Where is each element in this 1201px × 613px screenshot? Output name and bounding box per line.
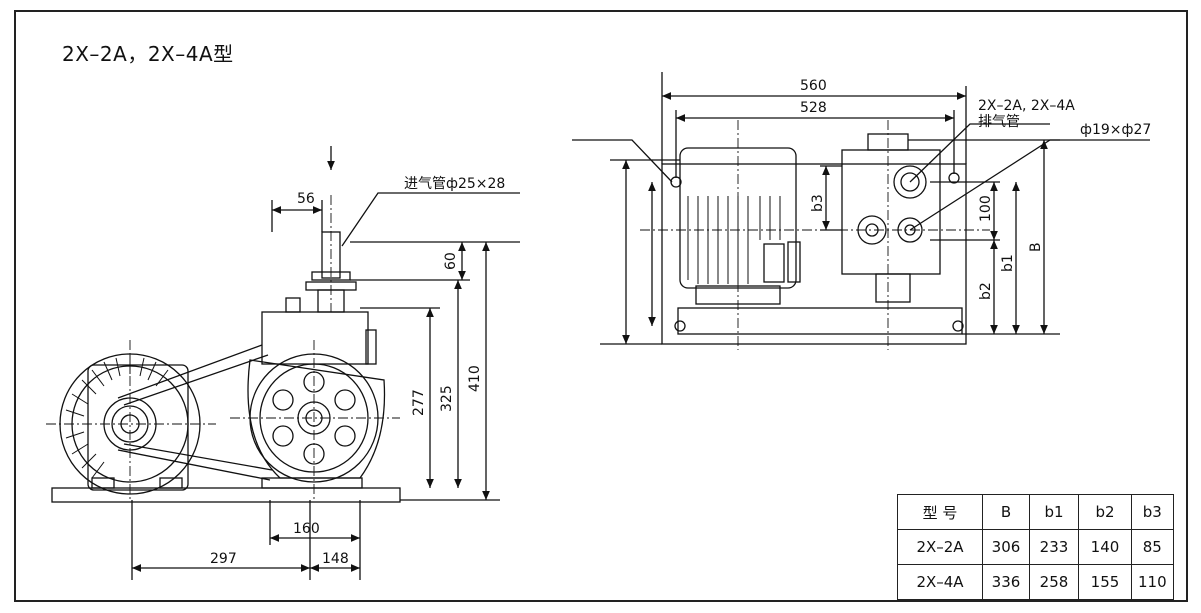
dim-410: 410 <box>467 365 483 392</box>
cell-b3: 85 <box>1131 529 1174 565</box>
top-view <box>572 72 1150 350</box>
dim-148: 148 <box>322 551 349 567</box>
hole-label: ф19×ф27 <box>1080 122 1151 138</box>
pump-bolt <box>285 297 301 313</box>
dim-b3: b3 <box>810 194 826 212</box>
pump-head <box>261 311 369 365</box>
cell-model: 2X–2A <box>897 529 983 565</box>
side-view <box>46 146 520 580</box>
cell-b1: 233 <box>1029 529 1079 565</box>
dim-56: 56 <box>297 191 315 207</box>
table-row: 2X–2A 306 233 140 85 <box>897 529 1174 565</box>
exhaust-port <box>893 165 927 199</box>
cell-b3: 110 <box>1131 564 1174 600</box>
dim-100: 100 <box>978 195 994 222</box>
header-b2: b2 <box>1078 494 1132 530</box>
dim-528: 528 <box>800 100 827 116</box>
terminal-box <box>763 243 785 283</box>
belt-top <box>117 344 263 399</box>
cell-model: 2X–4A <box>897 564 983 600</box>
inlet-label: 进气管ф25×28 <box>404 176 505 192</box>
top-pump <box>841 149 941 275</box>
cell-b2: 155 <box>1078 564 1132 600</box>
dim-297: 297 <box>210 551 237 567</box>
dim-b1: b1 <box>1000 254 1016 272</box>
base-rail <box>677 307 963 335</box>
cell-b2: 140 <box>1078 529 1132 565</box>
exhaust-label-line1: 2X–2A, 2X–4A <box>978 98 1075 114</box>
cell-b1: 258 <box>1029 564 1079 600</box>
dim-325: 325 <box>439 385 455 412</box>
cell-B: 306 <box>982 529 1030 565</box>
cell-B: 336 <box>982 564 1030 600</box>
side-view-labels: 56 进气管ф25×28 60 277 325 410 160 297 148 <box>210 176 505 567</box>
base-plate <box>51 487 401 503</box>
header-model: 型 号 <box>897 494 983 530</box>
spec-table: 型 号 B b1 b2 b3 2X–2A 306 233 140 85 2X–4… <box>897 494 1174 600</box>
header-b1: b1 <box>1029 494 1079 530</box>
top-view-labels: 560 528 2X–2A, 2X–4A 排气管 ф19×ф27 b3 100 … <box>800 78 1151 300</box>
header-b3: b3 <box>1131 494 1174 530</box>
dim-B: B <box>1028 242 1044 252</box>
dim-277: 277 <box>411 389 427 416</box>
dim-b2: b2 <box>978 282 994 300</box>
exhaust-label-line2: 排气管 <box>978 114 1020 130</box>
top-base <box>661 163 967 345</box>
drawing-title: 2X–2A，2X–4A型 <box>62 42 234 66</box>
belt-bottom <box>117 449 271 481</box>
dim-60: 60 <box>443 252 459 270</box>
drawing-frame <box>14 10 1188 602</box>
table-header-row: 型 号 B b1 b2 b3 <box>897 494 1174 530</box>
header-B: B <box>982 494 1030 530</box>
table-row: 2X–4A 336 258 155 110 <box>897 564 1174 600</box>
dim-560: 560 <box>800 78 827 94</box>
dim-160: 160 <box>293 521 320 537</box>
